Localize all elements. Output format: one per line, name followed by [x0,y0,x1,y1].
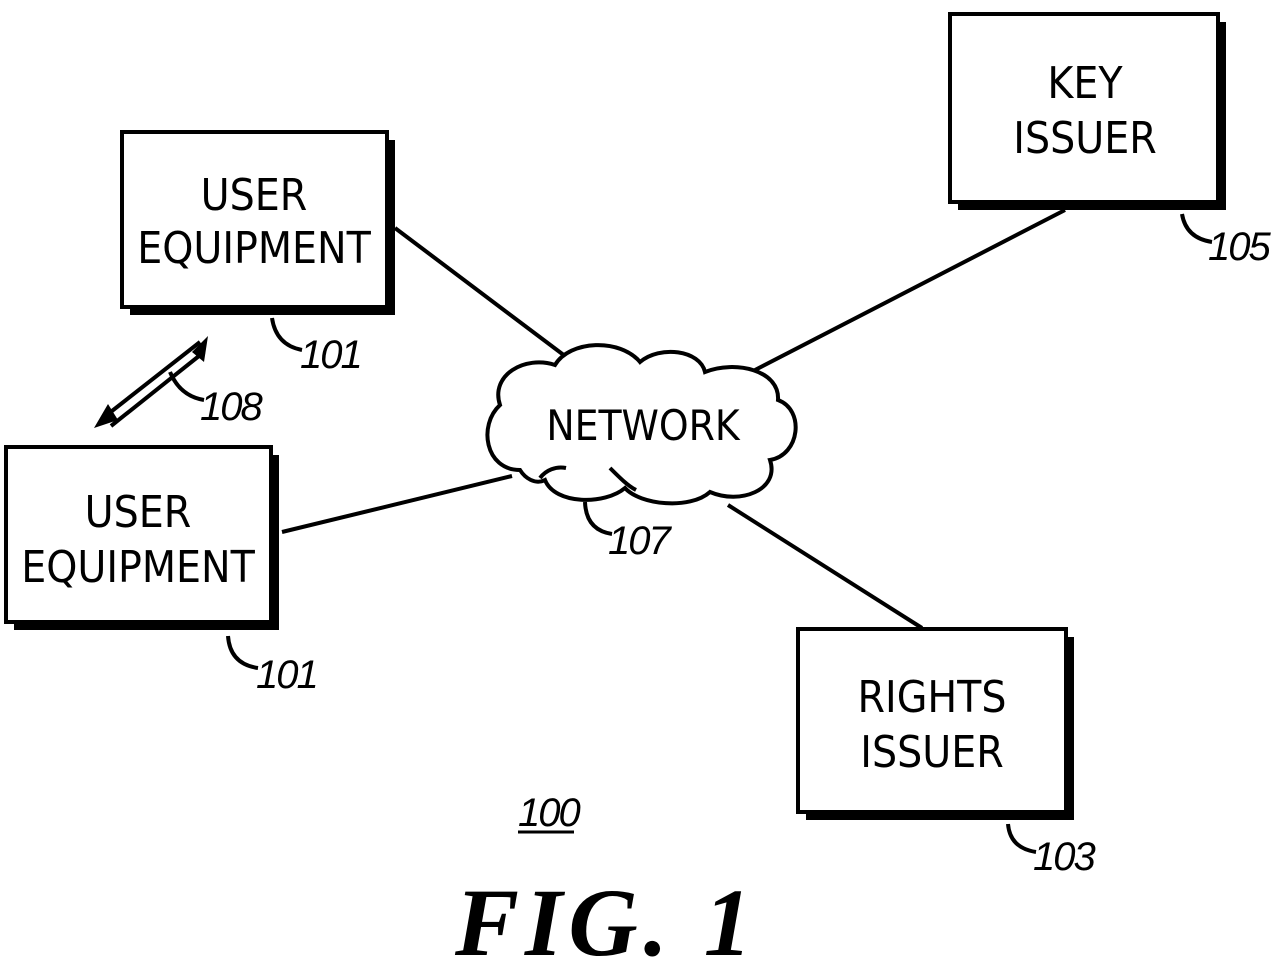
rights-issuer-line1: RIGHTS [858,672,1007,723]
link-rights-issuer-network [726,503,924,630]
cloud-inner-fold [608,466,637,492]
ref-101-top: 101 [300,333,361,377]
user-equipment-top: USER EQUIPMENT [120,130,395,315]
leader-107 [583,501,613,536]
ref-103: 103 [1033,835,1095,879]
ref-100: 100 [518,791,580,835]
leader-101-top [270,317,303,352]
leader-103 [1006,823,1037,854]
key-issuer-line2: ISSUER [1013,113,1156,164]
leader-108 [168,371,205,402]
rights-issuer: RIGHTS ISSUER [796,627,1074,820]
user-equipment-bottom: USER EQUIPMENT [4,445,279,630]
network-cloud: NETWORK [485,343,798,506]
link-arrow-108 [94,336,208,428]
cloud-outline [485,343,798,506]
leader-105 [1180,213,1213,244]
ref-107: 107 [608,519,672,563]
key-issuer: KEY ISSUER [948,12,1226,210]
key-issuer-line1: KEY [1047,58,1123,109]
network-label: NETWORK [546,401,741,450]
user-equipment-bottom-line2: EQUIPMENT [21,542,255,593]
link-arrow-head-end [192,336,208,362]
cloud-inner-fold-2 [538,465,567,480]
link-arrow-shaft-a [101,340,202,420]
user-equipment-top-line2: EQUIPMENT [137,223,371,274]
rights-issuer-line2: ISSUER [860,727,1003,778]
link-ue-top-network [393,226,567,358]
ref-101-bottom: 101 [256,653,317,697]
figure-label: FIG. 1 [454,869,758,976]
user-equipment-bottom-line1: USER [85,487,192,538]
link-ue-bottom-network [281,474,513,534]
link-arrow-head-start [94,404,118,428]
user-equipment-top-line1: USER [201,170,308,221]
leader-101-bottom [226,635,259,670]
link-key-issuer-network [754,208,1066,372]
ref-108: 108 [200,385,263,429]
link-arrow-shaft-b [109,350,206,428]
ref-105: 105 [1208,225,1271,269]
